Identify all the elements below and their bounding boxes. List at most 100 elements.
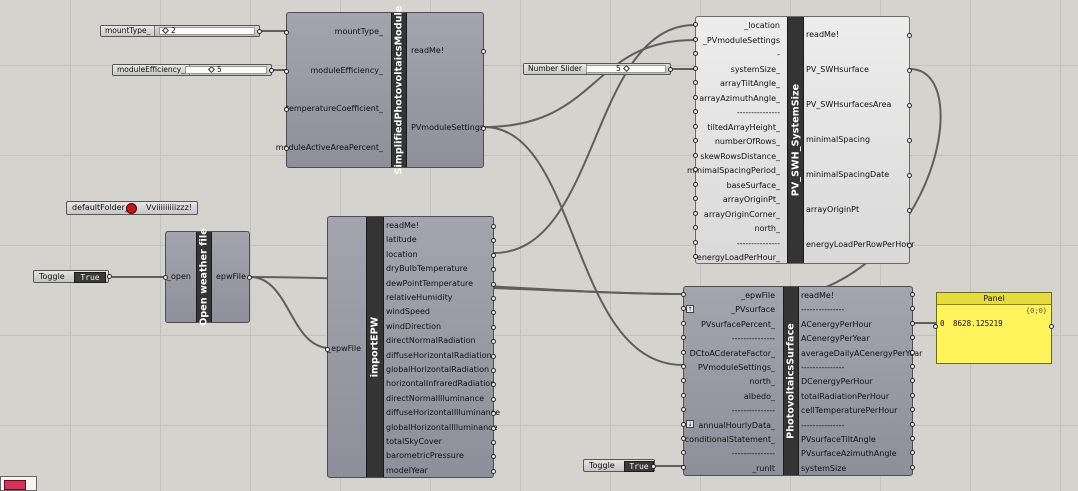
swh-outputs-port[interactable]: readMe! — [806, 30, 840, 39]
epw-outputs-port[interactable]: globalHorizontalRadiation — [386, 365, 490, 374]
component-grip[interactable] — [907, 103, 912, 108]
component-grip[interactable] — [284, 146, 289, 151]
number-slider[interactable]: Number Slider 5 — [523, 63, 671, 75]
pvs-outputs-port[interactable]: PVsurfaceAzimuthAngle — [801, 449, 897, 459]
component-grip[interactable] — [910, 364, 915, 369]
component-grip[interactable] — [693, 22, 698, 27]
component-grip[interactable] — [693, 152, 698, 158]
pvs-outputs-port[interactable]: ACenergyPerHour — [801, 319, 872, 329]
open-toggle-output-grip[interactable] — [107, 274, 112, 279]
component-grip[interactable] — [910, 306, 915, 312]
component-grip[interactable] — [681, 320, 686, 326]
component-grip[interactable] — [681, 292, 686, 297]
swh-inputs-port[interactable]: minimalSpacingPeriod_ — [687, 166, 780, 175]
swh-outputs-port[interactable]: minimalSpacingDate — [806, 170, 890, 179]
component-grip[interactable] — [491, 425, 496, 431]
pv-swh-system-size-component[interactable]: PV_SWH_SystemSize _location_PVmoduleSett… — [687, 16, 914, 264]
pvs-inputs-port[interactable]: --------------- — [731, 334, 775, 344]
swh-inputs-port[interactable]: numberOfRows_ — [714, 137, 780, 146]
mount-type-slider-track[interactable] — [159, 27, 255, 35]
pvs-inputs-port[interactable]: conditionalStatement_ — [684, 435, 775, 444]
collapse-arrow-icon[interactable]: ↓ — [686, 420, 694, 428]
component-grip[interactable] — [907, 138, 912, 143]
component-grip[interactable] — [491, 454, 496, 460]
component-grip[interactable] — [910, 349, 915, 355]
epw-outputs-port[interactable]: dryBulbTemperature — [386, 264, 468, 274]
component-grip[interactable] — [681, 349, 686, 355]
panel-output-grip[interactable] — [1049, 324, 1054, 329]
pvs-outputs-port[interactable]: averageDailyACenergyPerYear — [801, 348, 923, 358]
component-grip[interactable] — [907, 208, 912, 213]
component-grip[interactable] — [681, 436, 686, 441]
component-grip[interactable] — [693, 109, 698, 114]
component-grip[interactable] — [325, 347, 330, 352]
simplified-photovoltaics-module[interactable]: SimplifiedPhotovoltaicsModule mountType_… — [276, 6, 486, 174]
component-grip[interactable] — [491, 339, 496, 345]
run-toggle[interactable]: Toggle True — [583, 459, 655, 472]
component-grip[interactable] — [681, 392, 686, 398]
swh-inputs-port[interactable]: arrayTiltAngle_ — [720, 79, 780, 88]
open-toggle-value[interactable]: True — [74, 272, 106, 283]
pvs-outputs-port[interactable]: PVsurfaceTiltAngle — [801, 435, 876, 444]
swh-inputs-port[interactable]: tiltedArrayHeight_ — [707, 122, 780, 132]
epw-outputs-port[interactable]: windDirection — [386, 321, 442, 331]
swh-outputs-port[interactable]: energyLoadPerRowPerHour — [806, 240, 915, 249]
component-grip[interactable] — [693, 196, 698, 201]
swh-inputs-port[interactable]: energyLoadPerHour_ — [696, 253, 780, 262]
epw-outputs-port[interactable]: barometricPressure — [386, 451, 464, 461]
swh-outputs-port[interactable]: arrayOriginPt — [806, 205, 860, 214]
simplified-pv-output[interactable]: readMe! — [411, 46, 445, 55]
pvs-inputs-port[interactable]: --------------- — [731, 449, 775, 459]
component-grip[interactable] — [681, 450, 686, 456]
component-grip[interactable] — [481, 126, 486, 131]
swh-inputs-port[interactable]: _PVmoduleSettings — [702, 35, 780, 45]
epw-outputs-port[interactable]: totalSkyCover — [386, 437, 442, 446]
open-weather-input[interactable]: _open — [167, 272, 191, 281]
run-toggle-output-grip[interactable] — [651, 464, 656, 469]
open-weather-file-component[interactable]: Open weather file _open epwFile — [163, 228, 252, 326]
component-grip[interactable] — [491, 440, 496, 445]
swh-inputs-port[interactable]: baseSurface_ — [726, 180, 780, 190]
component-grip[interactable] — [693, 225, 698, 230]
component-grip[interactable] — [491, 296, 496, 301]
component-grip[interactable] — [693, 239, 698, 245]
component-grip[interactable] — [681, 335, 686, 341]
component-grip[interactable] — [693, 181, 698, 187]
swh-inputs-port[interactable]: - — [777, 50, 780, 59]
pvs-outputs-port[interactable]: --------------- — [801, 363, 845, 372]
pvs-outputs-port[interactable]: systemSize — [801, 463, 847, 473]
component-grip[interactable] — [491, 310, 496, 316]
component-grip[interactable] — [681, 378, 686, 384]
photovoltaics-surface-component[interactable]: PhotovoltaicsSurface ↑ ↓ _epwFile_PVsurf… — [681, 286, 922, 476]
swh-outputs-port[interactable]: PV_SWHsurface — [806, 65, 869, 74]
pvs-inputs-port[interactable]: --------------- — [731, 406, 775, 416]
epw-outputs-port[interactable]: horizontalInfraredRadiation — [386, 379, 496, 389]
component-grip[interactable] — [491, 324, 496, 330]
panel-input-grip[interactable] — [933, 324, 938, 329]
swh-inputs-port[interactable]: north_ — [754, 224, 780, 233]
component-grip[interactable] — [491, 238, 496, 244]
component-grip[interactable] — [491, 368, 496, 373]
component-grip[interactable] — [693, 138, 698, 143]
component-grip[interactable] — [284, 107, 289, 112]
simplified-pv-input[interactable]: moduleActiveAreaPercent_ — [275, 143, 383, 152]
pvs-outputs-port[interactable]: --------------- — [801, 305, 845, 315]
component-grip[interactable] — [693, 65, 698, 71]
pvs-inputs-port[interactable]: _epwFile — [741, 291, 775, 300]
import-epw-input[interactable]: _epwFile — [327, 344, 361, 353]
swh-inputs-port[interactable]: --------------- — [736, 108, 780, 117]
component-grip[interactable] — [681, 421, 686, 427]
module-efficiency-output-grip[interactable] — [269, 68, 274, 73]
component-grip[interactable] — [693, 123, 698, 129]
component-grip[interactable] — [491, 382, 496, 388]
component-grip[interactable] — [910, 450, 915, 456]
component-grip[interactable] — [907, 173, 912, 178]
component-grip[interactable] — [284, 30, 289, 35]
swh-outputs-port[interactable]: minimalSpacing — [806, 135, 871, 144]
epw-outputs-port[interactable]: location — [386, 249, 418, 259]
mount-type-slider[interactable]: mountType_ 2 — [100, 25, 260, 37]
component-grip[interactable] — [284, 69, 289, 74]
swh-inputs-port[interactable]: systemSize_ — [730, 64, 780, 74]
swh-inputs-port[interactable]: --------------- — [736, 238, 780, 248]
component-grip[interactable] — [910, 335, 915, 341]
